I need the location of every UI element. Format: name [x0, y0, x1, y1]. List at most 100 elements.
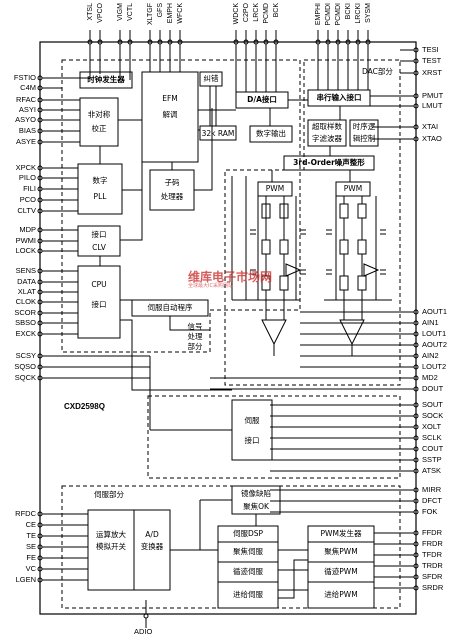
digital-out-box [249, 125, 293, 143]
dac-dashed-region [224, 59, 401, 386]
pin-label: LMUT [422, 101, 443, 110]
pin-label: SSTP [422, 455, 442, 464]
focus-servo-label: 聚焦伺服 [233, 547, 263, 556]
pin-label: EMPHI [315, 3, 322, 26]
watermark: 维库电子市场网 [188, 270, 273, 284]
pin-label: FSTIO [13, 73, 36, 82]
digital-pll-label-1: 数字 [92, 176, 108, 185]
asym-box [79, 97, 119, 147]
servo-if-label-1: 伺服 [244, 416, 260, 425]
pin-label: PWMI [15, 236, 36, 245]
opamp-label-2: 模拟开关 [96, 542, 126, 551]
servo-section-label: 伺服部分 [94, 490, 124, 499]
pin-label: ASYO [15, 115, 36, 124]
ad-label-1: A/D [145, 530, 159, 539]
pin-label: BCKI [345, 3, 352, 20]
dac-analog-network [231, 176, 392, 356]
timing-label-1: 时序逻 [352, 122, 376, 131]
clv-box [77, 225, 121, 257]
servo-if-box [231, 399, 273, 461]
left-pin-stubs [37, 75, 150, 583]
ecc-box [199, 71, 223, 87]
clock-gen-box [79, 71, 133, 89]
digital-out-label: 数字输出 [256, 129, 286, 138]
pin-label: XPCK [15, 163, 36, 172]
pin-label: ASYE [15, 137, 36, 146]
digital-pll-label-2: PLL [93, 192, 107, 201]
pin-label: XTAO [422, 134, 442, 143]
pin-label: BIAS [18, 126, 36, 135]
cpu-label-1: CPU [91, 280, 107, 289]
serial-in-label: 串行输入接口 [316, 93, 362, 102]
oversample-label-1: 超取样数 [312, 122, 342, 131]
pin-label: SENS [15, 266, 36, 275]
pin-label: SE [25, 542, 36, 551]
pin-label: RFDC [15, 509, 36, 518]
pwm-gen-label: PWM发生器 [320, 529, 362, 538]
pin-label: TFDR [422, 550, 442, 559]
pin-label: WDCK [233, 3, 240, 25]
pin-label: VPCO [97, 3, 104, 23]
clock-gen-label: 时钟发生器 [87, 75, 125, 84]
servo-auto-label: 伺服自动程序 [147, 303, 193, 312]
pin-label: LGEN [15, 575, 36, 584]
oversample-label-2: 字滤波器 [312, 134, 342, 143]
servo-dsp-box [217, 525, 279, 609]
pin-label: AOUT1 [422, 307, 448, 316]
efm-box [141, 71, 199, 163]
pin-label: SQSO [14, 362, 36, 371]
pin-label: LRCKI [355, 3, 362, 24]
sig-proc-label-2: 处理 [187, 332, 203, 341]
pin-label: TESI [422, 45, 439, 54]
pin-label: PCMDI [325, 3, 332, 26]
pin-label: CLOK [15, 297, 36, 306]
pwm-gen-box [307, 525, 375, 609]
pin-label: MD2 [422, 373, 438, 382]
pwm-left-box [257, 181, 293, 197]
pin-label: SCSY [15, 351, 36, 360]
pin-label: SFDR [422, 572, 443, 581]
pin-label: COUT [422, 444, 444, 453]
dsp-dashed-region [61, 59, 301, 353]
pin-label: AIN1 [422, 318, 439, 327]
pin-label: MDP [19, 225, 36, 234]
subcode-box [149, 169, 195, 211]
servo-dsp-label: 伺服DSP [232, 529, 264, 538]
pin-label: XTAI [422, 122, 439, 131]
pin-label: XOLT [422, 422, 442, 431]
asym-label-1: 非对称 [87, 110, 111, 119]
track-servo-label: 循迹伺服 [233, 567, 263, 576]
digital-pll-box [77, 163, 123, 215]
pin-label: MIRR [422, 485, 442, 494]
pin-label: BCK [273, 3, 280, 18]
pin-label: RFAC [15, 95, 36, 104]
pin-label: CE [25, 520, 36, 529]
pin-label: PILO [18, 173, 36, 182]
pin-label: FRDR [422, 539, 443, 548]
pin-label: DFCT [422, 496, 442, 505]
pin-label: CLTV [17, 206, 36, 215]
top-pin-stubs [87, 30, 371, 45]
pin-label: VC [25, 564, 36, 573]
pin-label: TE [26, 531, 36, 540]
asym-label-2: 校正 [91, 124, 107, 133]
track-pwm-label: 循迹PWM [324, 567, 358, 576]
pin-label: XTSL [87, 3, 94, 21]
noise-shaping-label: 3rd-Order噪声整形 [293, 158, 365, 167]
pin-label: FILI [23, 184, 36, 193]
ram-label: 32k RAM [201, 129, 235, 138]
pin-label: ADIO [134, 627, 153, 636]
pin-label: AOUT2 [422, 340, 448, 349]
pin-label: SRDR [422, 583, 444, 592]
ram-box [199, 125, 237, 141]
internal-connections [99, 86, 351, 599]
pin-label: PCMDI [335, 3, 342, 26]
dac-section-label: DAC部分 [362, 67, 393, 76]
pin-label: WFCK [177, 3, 184, 24]
pin-label: VCTL [127, 3, 134, 21]
pin-label: GFS [157, 3, 164, 18]
clv-label-1: 接口 [91, 230, 107, 239]
sled-servo-label: 进给伺服 [233, 590, 263, 599]
ecc-label: 纠错 [203, 74, 219, 83]
pin-label: TRDR [422, 561, 443, 570]
